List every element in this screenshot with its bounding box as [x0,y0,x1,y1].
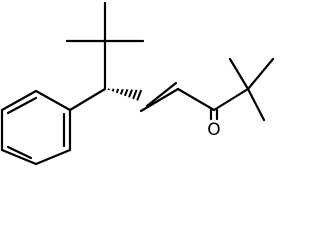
bond-c5-carbonyl-carbon [176,87,216,112]
bond-carbonyl-quaternary-carbon [212,87,250,112]
oxygen-atom-label: O [207,120,220,140]
hashed-wedge-bond [107,88,143,101]
phenyl-ring [0,87,107,166]
ring-bond [34,89,72,112]
left-tert-butyl-group [65,1,145,91]
hash-line [107,88,110,91]
bond-c6-c5-inner [145,81,178,108]
ring-bond [0,148,38,166]
hash-line [111,88,115,92]
bond-c6-c5-outer [139,87,180,113]
alkene-double-bond [139,81,180,113]
hash-line [132,89,138,100]
ring-inner-double-bond [6,96,38,115]
bond-quaternary-carbon-methyl-up [228,57,250,91]
hash-line [123,89,129,97]
ring-bond [0,89,38,112]
hash-line [115,88,120,94]
carbonyl-double-bond [209,108,219,121]
hash-line [128,89,133,98]
bond-quaternary-carbon-methyl-lower-right [246,87,266,122]
ring-inner-double-bond [6,145,33,160]
bond-quaternary-carbon-methyl-upper-right [246,57,275,91]
hash-line [136,89,143,101]
hash-line [119,88,124,95]
ring-bond [34,148,72,166]
right-tert-butyl-group [212,57,275,122]
bond-c7-ipso-carbon [68,87,107,112]
skeletal-structure-diagram: O [0,1,275,166]
